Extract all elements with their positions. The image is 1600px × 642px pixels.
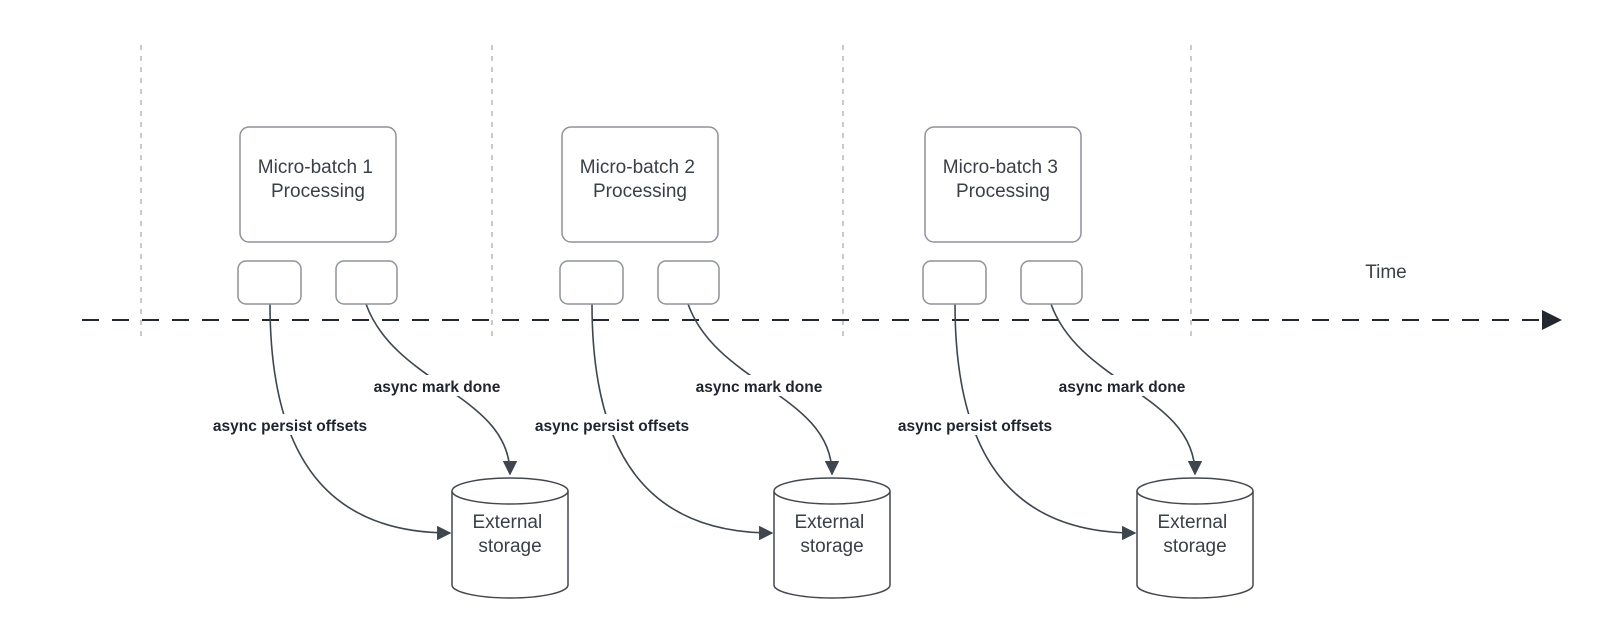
mark-done-label: async mark done bbox=[1059, 379, 1186, 396]
mark-done-label-group: async mark done bbox=[687, 375, 831, 396]
external-storage-cylinder: External storage bbox=[1136, 477, 1254, 599]
persist-offsets-arrow bbox=[591, 303, 774, 541]
external-storage-label: External storage bbox=[1158, 512, 1233, 557]
mark-done-label-group: async mark done bbox=[1050, 375, 1194, 396]
offset-task-box bbox=[237, 260, 302, 305]
persist-offsets-label-bg bbox=[202, 414, 378, 435]
cylinder-body bbox=[451, 491, 569, 599]
persist-offsets-label-group: async persist offsets bbox=[202, 414, 378, 435]
external-storage-label: External storage bbox=[473, 512, 548, 557]
micro-batch-group-2: Micro-batch 2 Processing async persist o… bbox=[524, 126, 891, 599]
storage-label-line1: External bbox=[795, 512, 865, 533]
micro-batch-title-line2: Processing bbox=[956, 181, 1050, 202]
storage-label-line2: storage bbox=[800, 536, 863, 557]
cylinder-top bbox=[1136, 477, 1254, 505]
micro-batch-title-line1: Micro-batch 1 bbox=[258, 157, 373, 178]
offset-task-box bbox=[559, 260, 624, 305]
cylinder-top bbox=[773, 477, 891, 505]
mark-done-label: async mark done bbox=[374, 379, 501, 396]
persist-offsets-label: async persist offsets bbox=[898, 418, 1052, 435]
micro-batch-box bbox=[561, 126, 719, 243]
micro-batch-box bbox=[924, 126, 1082, 243]
time-axis-label: Time bbox=[1365, 262, 1407, 283]
persist-offsets-label-bg bbox=[524, 414, 700, 435]
storage-label-line2: storage bbox=[1163, 536, 1226, 557]
micro-batch-box-title: Micro-batch 3 Processing bbox=[943, 157, 1063, 202]
mark-done-label-group: async mark done bbox=[365, 375, 509, 396]
persist-offsets-arrow bbox=[954, 303, 1137, 541]
micro-batch-title-line1: Micro-batch 3 bbox=[943, 157, 1058, 178]
time-interval-gridlines bbox=[140, 45, 1192, 338]
persist-offsets-label-group: async persist offsets bbox=[887, 414, 1063, 435]
storage-label-line2: storage bbox=[478, 536, 541, 557]
persist-offsets-label-bg bbox=[887, 414, 1063, 435]
mark-done-label-bg bbox=[1050, 375, 1194, 396]
persist-offsets-arrow bbox=[269, 303, 452, 541]
micro-batch-group-1: Micro-batch 1 Processing async persist o… bbox=[202, 126, 569, 599]
external-storage-cylinder: External storage bbox=[451, 477, 569, 599]
mark-done-label: async mark done bbox=[696, 379, 823, 396]
micro-batch-box-title: Micro-batch 1 Processing bbox=[258, 157, 378, 202]
micro-batch-title-line1: Micro-batch 2 bbox=[580, 157, 695, 178]
micro-batch-box bbox=[239, 126, 397, 243]
cylinder-top bbox=[451, 477, 569, 505]
cylinder-body bbox=[1136, 491, 1254, 599]
cylinder-body bbox=[773, 491, 891, 599]
external-storage-label: External storage bbox=[795, 512, 870, 557]
offset-task-box bbox=[922, 260, 987, 305]
external-storage-cylinder: External storage bbox=[773, 477, 891, 599]
micro-batch-box-title: Micro-batch 2 Processing bbox=[580, 157, 700, 202]
done-task-box bbox=[657, 260, 720, 305]
micro-batch-title-line2: Processing bbox=[271, 181, 365, 202]
persist-offsets-label: async persist offsets bbox=[213, 418, 367, 435]
micro-batch-title-line2: Processing bbox=[593, 181, 687, 202]
persist-offsets-label: async persist offsets bbox=[535, 418, 689, 435]
done-task-box bbox=[335, 260, 398, 305]
done-task-box bbox=[1020, 260, 1083, 305]
mark-done-label-bg bbox=[365, 375, 509, 396]
storage-label-line1: External bbox=[473, 512, 543, 533]
persist-offsets-label-group: async persist offsets bbox=[524, 414, 700, 435]
micro-batch-group-3: Micro-batch 3 Processing async persist o… bbox=[887, 126, 1254, 599]
mark-done-label-bg bbox=[687, 375, 831, 396]
storage-label-line1: External bbox=[1158, 512, 1228, 533]
